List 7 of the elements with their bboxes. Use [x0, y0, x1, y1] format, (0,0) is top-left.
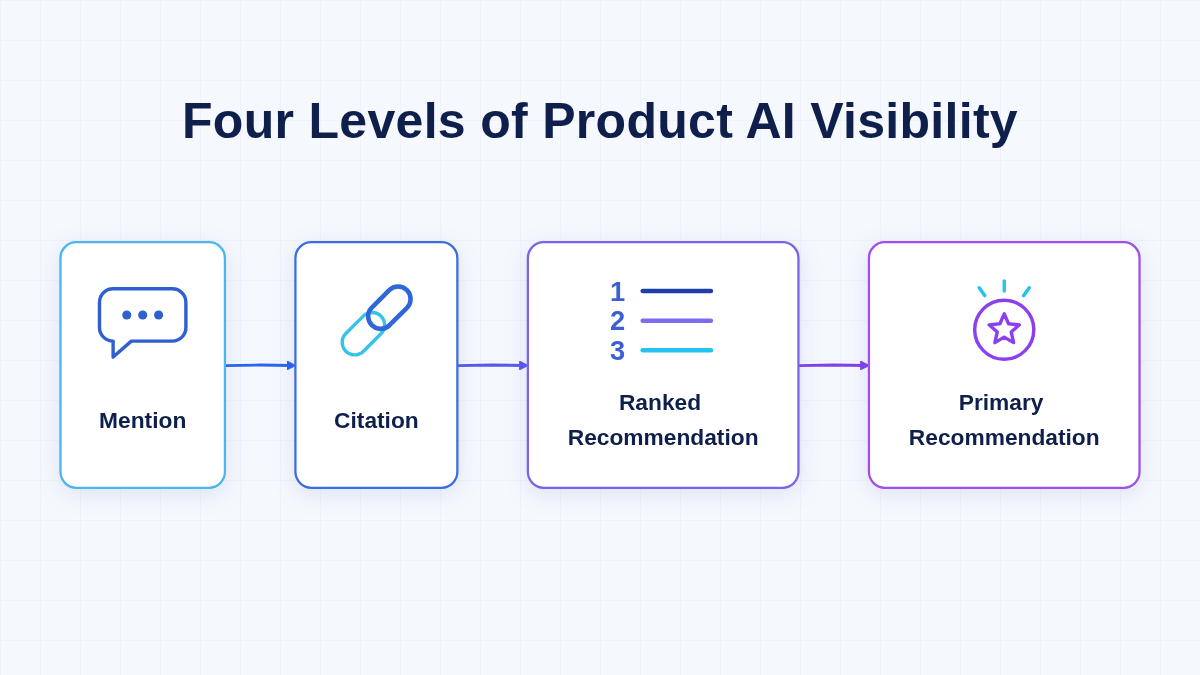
list-number: 1: [610, 275, 626, 307]
list-number: 2: [610, 305, 626, 337]
node-box: Citation: [294, 241, 459, 489]
list-number: 3: [610, 334, 626, 366]
node-box: Mention: [59, 241, 227, 489]
node-box: Primary Recommendation: [867, 241, 1141, 489]
title: Four Levels of Product AI Visibility: [182, 92, 1018, 150]
